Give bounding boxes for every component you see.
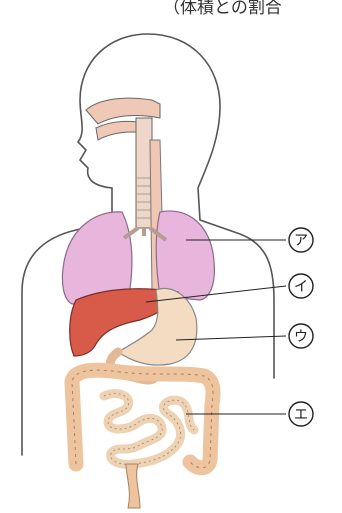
label-i-text: イ — [294, 279, 308, 295]
small-intestine — [104, 394, 194, 465]
right-lung — [156, 211, 214, 300]
label-u: ウ — [289, 324, 313, 348]
rectum — [126, 464, 140, 508]
label-a-text: ア — [294, 233, 308, 249]
trachea — [136, 118, 152, 228]
label-e: エ — [289, 402, 313, 426]
label-u-text: ウ — [294, 329, 308, 345]
body-outline — [22, 34, 274, 455]
label-e-text: エ — [294, 407, 308, 423]
label-a: ア — [289, 228, 313, 252]
label-i: イ — [289, 274, 313, 298]
